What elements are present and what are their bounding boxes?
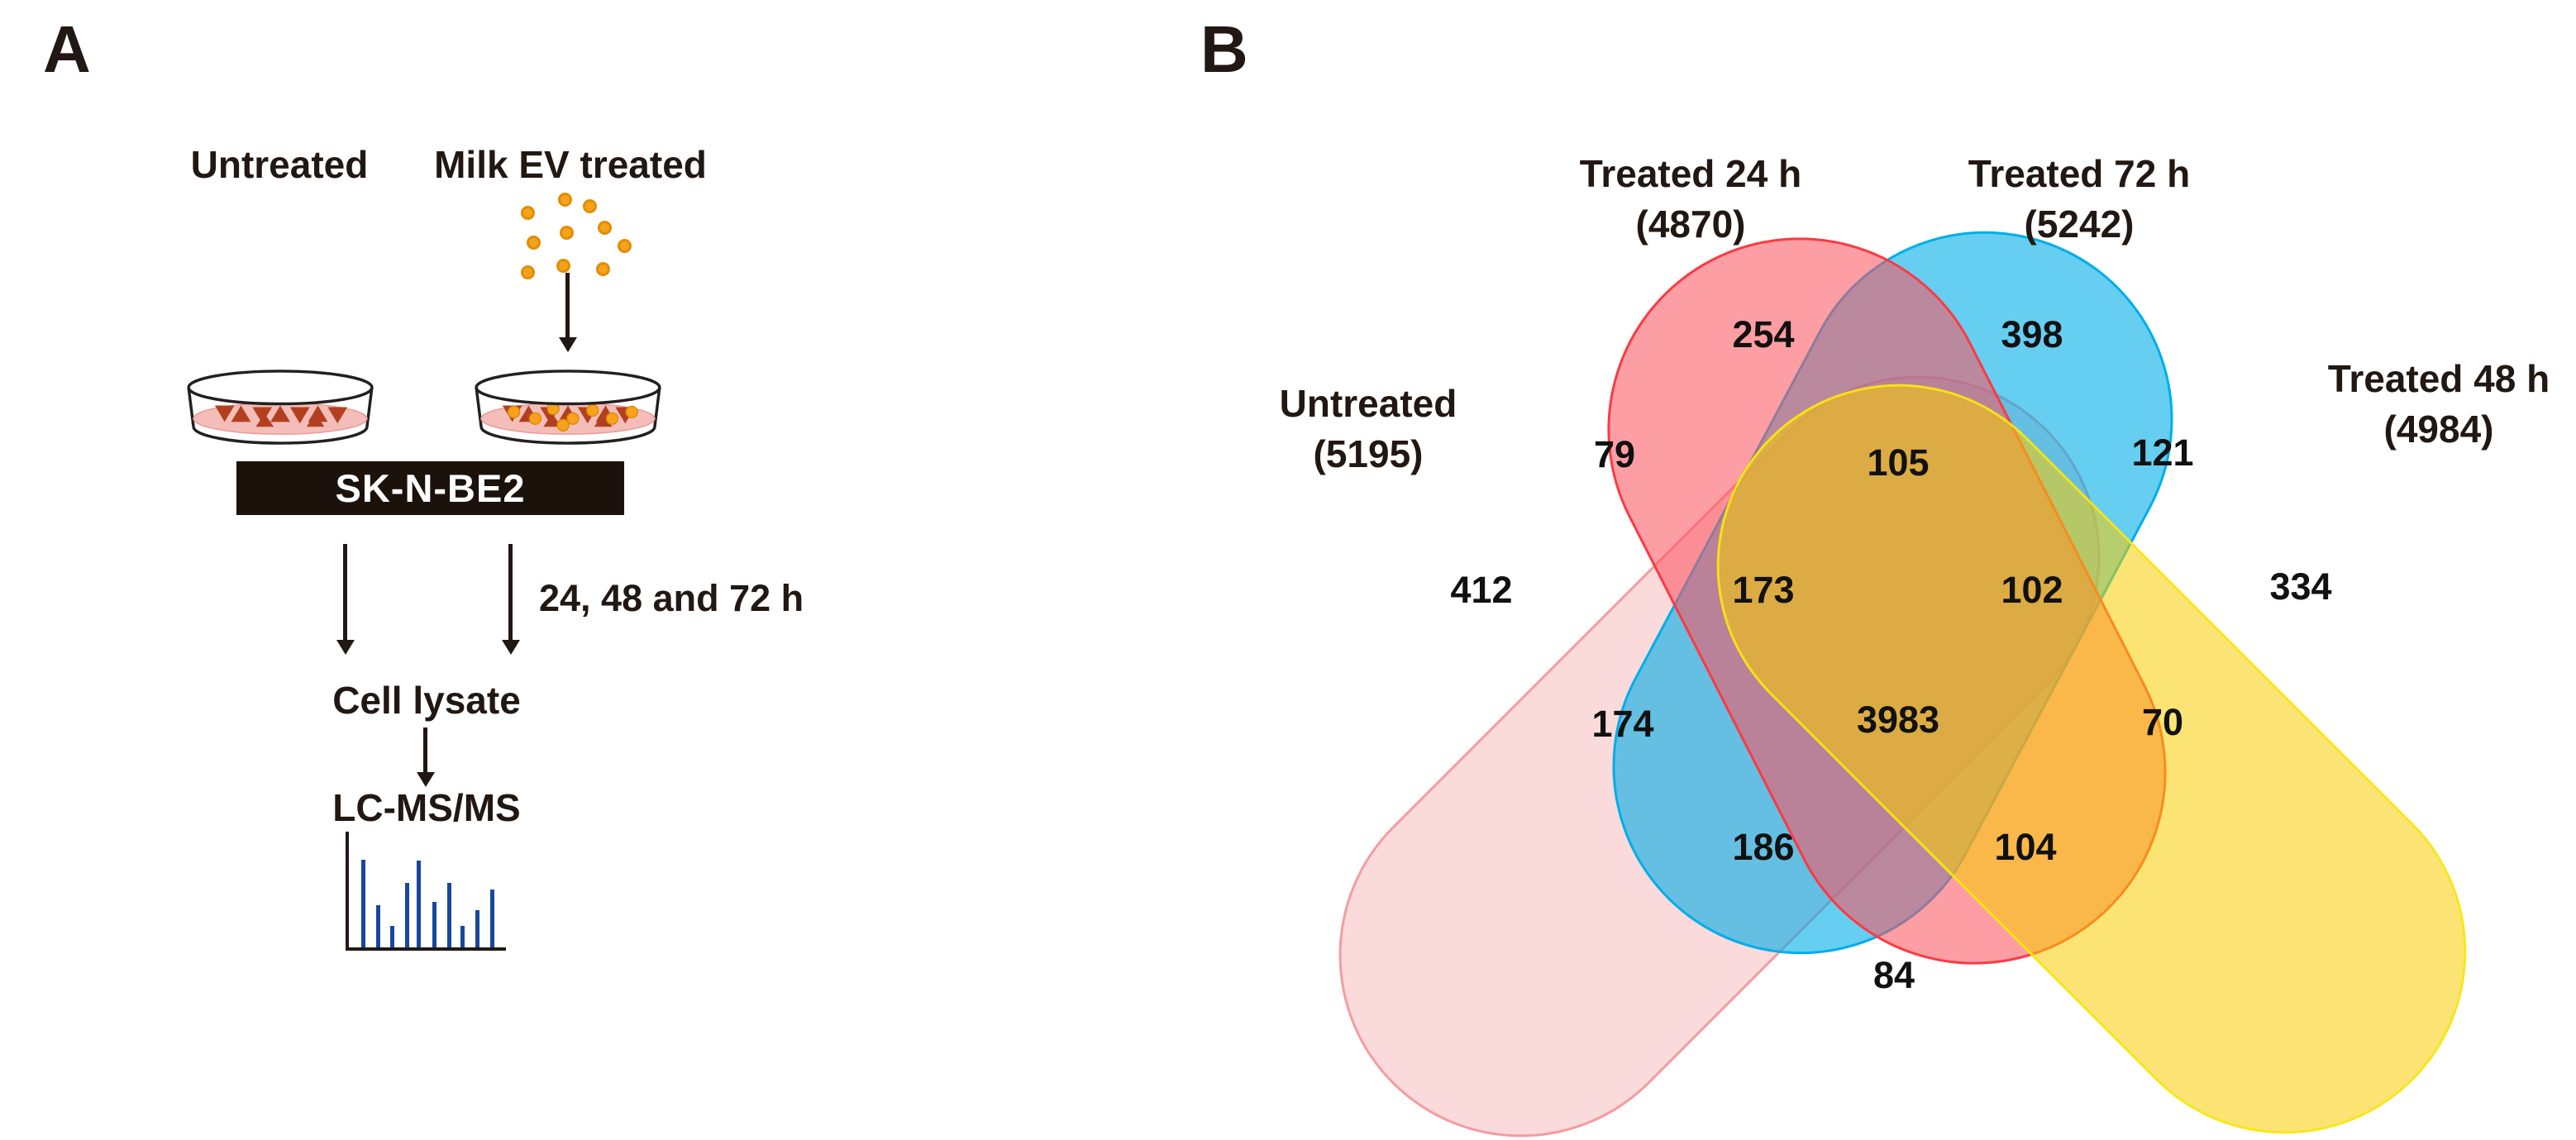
venn-count-24h-72h-48h: 102 xyxy=(2001,569,2063,611)
spectrum-peak xyxy=(475,910,479,947)
spectrum-x-axis xyxy=(346,947,506,951)
venn-count-untreated-48h: 84 xyxy=(1872,954,1915,996)
venn-count-untreated-24h-72h: 173 xyxy=(1732,569,1795,611)
spectrum-peak xyxy=(490,890,494,947)
panel-b-label: B xyxy=(1200,12,1248,86)
spectrum-y-axis xyxy=(346,832,349,951)
spectrum-peak xyxy=(405,883,409,947)
set-label-treated-24h: Treated 24 h (4870) xyxy=(1580,149,1801,250)
venn-count-24h-72h: 105 xyxy=(1867,441,1930,484)
ev-dots-in-dish xyxy=(507,402,638,432)
cell-line-bar: SK-N-BE2 xyxy=(236,461,624,515)
set-label-treated-48h: Treated 48 h (4984) xyxy=(2328,354,2550,455)
set-label-untreated: Untreated (5195) xyxy=(1280,379,1457,479)
set-name: Untreated xyxy=(1279,382,1457,425)
set-label-treated-72h: Treated 72 h (5242) xyxy=(1968,149,2190,250)
spectrum-peak xyxy=(432,902,436,947)
cells xyxy=(214,405,348,427)
venn-count-untreated-24h: 79 xyxy=(1593,433,1636,475)
spectrum-peak xyxy=(460,926,465,947)
venn-count-24h-48h: 70 xyxy=(2141,701,2184,743)
arrow-lysate-to-ms-icon xyxy=(423,727,427,774)
set-total: (4870) xyxy=(1635,203,1746,246)
cell-lysate-label: Cell lysate xyxy=(332,679,521,722)
ev-dot-icon xyxy=(527,236,541,250)
set-name: Treated 72 h xyxy=(1968,152,2191,195)
arrow-ev-to-dish-icon xyxy=(565,273,570,339)
ev-dot-icon xyxy=(596,262,610,276)
timepoints-label: 24, 48 and 72 h xyxy=(539,577,804,619)
venn-count-untreated-only: 412 xyxy=(1450,569,1513,611)
venn-count-48h-only: 334 xyxy=(2269,565,2332,608)
dish-rim xyxy=(475,370,661,406)
set-name: Treated 48 h xyxy=(2327,357,2550,400)
ev-dot-icon xyxy=(560,226,574,240)
venn-count-untreated-72h: 174 xyxy=(1591,703,1654,745)
condition-untreated-label: Untreated xyxy=(190,143,369,186)
ev-dot-icon xyxy=(521,265,535,279)
ev-dot-icon xyxy=(558,193,572,207)
lcmsms-label: LC-MS/MS xyxy=(332,786,521,829)
arrow-right-timecourse-icon xyxy=(508,544,513,642)
ev-dot-icon xyxy=(598,221,612,235)
venn-count-72h-only: 398 xyxy=(2001,313,2063,355)
venn-count-24h-only: 254 xyxy=(1732,313,1795,355)
spectrum-peak xyxy=(447,883,451,947)
petri-dish-untreated xyxy=(187,370,374,445)
venn-count-all-four: 3983 xyxy=(1856,699,1940,741)
ev-dot-icon xyxy=(521,206,535,220)
spectrum-peak xyxy=(361,860,365,947)
ev-dot-icon xyxy=(583,199,597,213)
set-total: (5242) xyxy=(2024,203,2135,246)
panel-a-label: A xyxy=(43,12,91,86)
dish-rim xyxy=(187,370,374,406)
spectrum-peak xyxy=(376,905,380,947)
ev-dot-icon xyxy=(556,259,570,273)
venn-count-72h-48h: 121 xyxy=(2131,432,2194,474)
venn-count-untreated-24h-48h: 104 xyxy=(1994,826,2057,868)
condition-milk-ev-label: Milk EV treated xyxy=(434,143,707,186)
spectrum-peak xyxy=(390,926,394,947)
set-total: (4984) xyxy=(2383,408,2494,451)
petri-dish-treated xyxy=(475,370,661,445)
set-name: Treated 24 h xyxy=(1579,152,1802,195)
arrow-left-timecourse-icon xyxy=(343,544,347,642)
spectrum-peak xyxy=(417,861,421,947)
mass-spectrum xyxy=(346,832,508,951)
ev-dot-icon xyxy=(618,239,632,253)
venn-count-untreated-72h-48h: 186 xyxy=(1732,826,1795,868)
set-total: (5195) xyxy=(1313,432,1424,475)
